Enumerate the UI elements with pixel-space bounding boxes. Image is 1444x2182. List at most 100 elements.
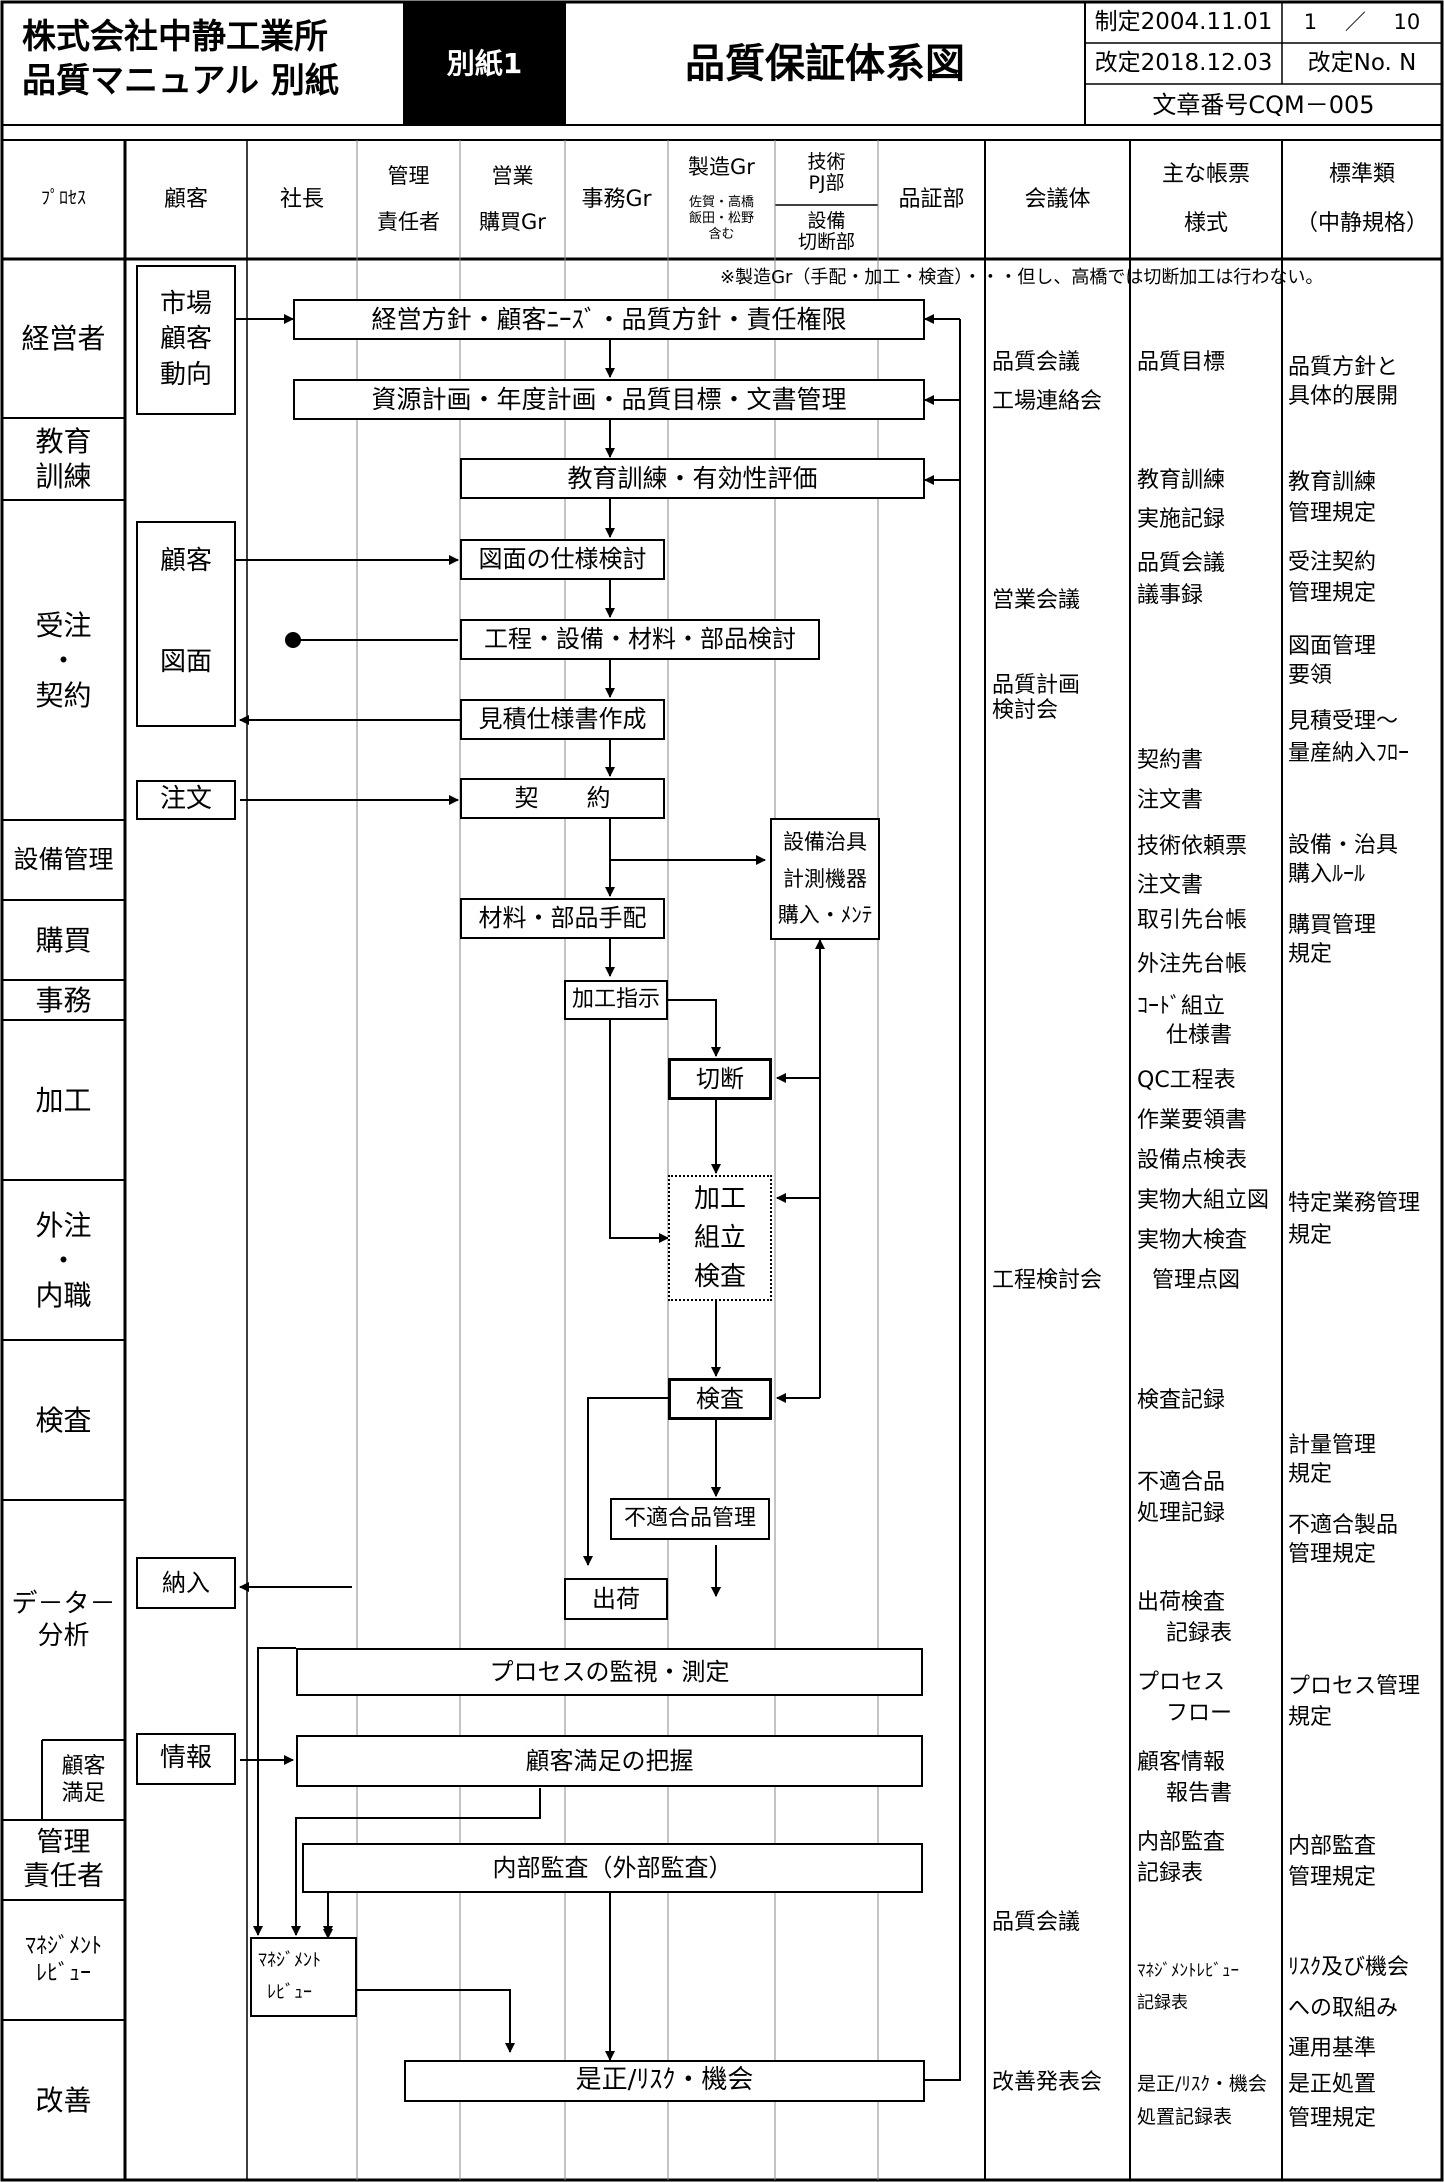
std-process: プロセス管理 規定 [1288, 1674, 1421, 1730]
training-box: 教育訓練・有効性評価 [460, 458, 925, 499]
meeting-quality-plan: 品質計画 検討会 [992, 673, 1081, 724]
customer-box: 顧客 [136, 521, 236, 603]
form-order-2: 注文書 [1137, 873, 1204, 898]
form-control-point: 管理点図 [1152, 1268, 1241, 1293]
monitoring-box: プロセスの監視・測定 [296, 1648, 923, 1696]
form-review-record: ﾏﾈｼﾞﾒﾝﾄﾚﾋﾞｭｰ 記録表 [1137, 1961, 1239, 2014]
col-manufacturing-sub: 佐賀・高橋 飯田・松野 含む [688, 194, 754, 243]
col-office: 事務Gr [581, 186, 652, 212]
meeting-quality-2: 品質会議 [992, 1910, 1081, 1935]
policy-box: 経営方針・顧客ﾆｰｽﾞ・品質方針・責任権限 [293, 299, 925, 340]
std-quality-policy: 品質方針と 具体的展開 [1288, 355, 1399, 409]
form-customer-info: 顧客情報 報告書 [1137, 1750, 1232, 1806]
page-number: 1 ／ 10 [1303, 10, 1421, 35]
delivery-box: 納入 [136, 1557, 236, 1609]
form-training-record: 教育訓練 実施記録 [1137, 468, 1226, 532]
col-meeting: 会議体 [1024, 186, 1091, 212]
std-corrective: 是正処置 管理規定 [1288, 2072, 1377, 2132]
std-audit: 内部監査 管理規定 [1288, 1834, 1377, 1890]
estimate-box: 見積仕様書作成 [460, 699, 665, 740]
process-office: 事務 [35, 983, 92, 1017]
form-corrective-record: 是正/ﾘｽｸ・機会 処置記録表 [1137, 2073, 1267, 2129]
order-box: 注文 [136, 780, 236, 820]
std-equipment: 設備・治具 購入ﾙｰﾙ [1288, 833, 1399, 887]
process-management-review: ﾏﾈｼﾞﾒﾝﾄ ﾚﾋﾞｭｰ [24, 1933, 102, 1987]
std-order-contract: 受注契約 管理規定 [1288, 550, 1377, 606]
process-customer-satisfaction: 顧客 満足 [61, 1753, 106, 1807]
std-risk: ﾘｽｸ及び機会 への取組み 運用基準 [1288, 1955, 1410, 2062]
company-name: 株式会社中静工業所 [22, 17, 328, 57]
nonconforming-box: 不適合品管理 [610, 1498, 770, 1540]
process-inspection: 検査 [35, 1403, 92, 1437]
col-forms: 主な帳票 様式 [1161, 162, 1250, 236]
process-order: 受注 ・ 契約 [35, 608, 92, 712]
col-manufacturing: 製造Gr [688, 154, 755, 179]
materials-box: 材料・部品手配 [460, 898, 665, 939]
meeting-improvement: 改善発表会 [992, 2070, 1103, 2095]
audit-box: 内部監査（外部監査） [302, 1843, 923, 1893]
document-number: 文章番号CQM－005 [1152, 90, 1375, 119]
std-special-work: 特定業務管理 規定 [1288, 1191, 1421, 1248]
process-review-box: 工程・設備・材料・部品検討 [460, 619, 820, 660]
revision-number: 改定No. N [1307, 50, 1417, 77]
process-data-analysis: デ－タ－ 分析 [11, 1588, 116, 1652]
col-standards: 標準類 （中静規格） [1295, 162, 1428, 236]
form-real-inspection: 実物大検査 [1137, 1228, 1248, 1253]
form-minutes: 品質会議 議事録 [1137, 551, 1226, 608]
form-inspection-record: 検査記録 [1137, 1388, 1226, 1413]
form-nonconforming-record: 不適合品 処理記録 [1137, 1470, 1226, 1526]
info-box: 情報 [136, 1733, 236, 1785]
std-estimate-flow: 見積受理～ 量産納入ﾌﾛｰ [1288, 709, 1410, 766]
process-processing: 加工 [35, 1083, 92, 1117]
std-nonconforming: 不適合製品 管理規定 [1288, 1513, 1399, 1567]
page-title: 品質保証体系図 [685, 40, 965, 87]
process-education: 教育 訓練 [35, 425, 92, 493]
cutting-box: 切断 [668, 1058, 772, 1100]
assembly-inspection-box: 加工 組立 検査 [668, 1175, 772, 1301]
form-audit-record: 内部監査 記録表 [1137, 1830, 1226, 1886]
meeting-process: 工程検討会 [992, 1268, 1103, 1293]
col-tech: 技術 PJ部 [807, 151, 846, 194]
form-equipment-check: 設備点検表 [1137, 1148, 1248, 1173]
contract-box: 契 約 [460, 778, 665, 819]
col-sales: 営業 購買Gr [479, 163, 546, 235]
corrective-box: 是正/ﾘｽｸ・機会 [404, 2060, 925, 2102]
market-trend-box: 市場 顧客 動向 [136, 265, 236, 415]
meeting-sales: 営業会議 [992, 588, 1081, 613]
appendix-badge: 別紙1 [404, 2, 565, 125]
form-order: 注文書 [1137, 788, 1204, 813]
form-outsource-ledger: 外注先台帳 [1137, 952, 1248, 977]
process-management: 経営者 [21, 322, 106, 355]
drawing-box: 図面 [136, 600, 236, 727]
note: ※製造Gr（手配・加工・検査）・・・但し、高橋では切断加工は行わない。 [720, 267, 1324, 288]
satisfaction-box: 顧客満足の把握 [296, 1735, 923, 1787]
resource-plan-box: 資源計画・年度計画・品質目標・文書管理 [293, 379, 925, 420]
std-purchasing: 購買管理 規定 [1288, 913, 1377, 967]
meeting-factory: 工場連絡会 [992, 389, 1103, 414]
form-tech-request: 技術依頼票 [1137, 834, 1248, 859]
spec-review-box: 図面の仕様検討 [460, 539, 665, 580]
col-process: ﾌﾟﾛｾｽ [41, 188, 86, 210]
form-quality-objectives: 品質目標 [1137, 350, 1226, 375]
col-equipment-cutting: 設備 切断部 [797, 210, 855, 253]
std-measurement: 計量管理 規定 [1288, 1433, 1377, 1487]
std-drawing: 図面管理 要領 [1288, 634, 1377, 688]
col-president: 社長 [279, 186, 324, 212]
process-purchasing: 購買 [35, 923, 92, 957]
col-qa: 品証部 [898, 186, 965, 212]
form-work-procedure: 作業要領書 [1137, 1108, 1248, 1133]
established-date: 制定2004.11.01 [1094, 9, 1273, 36]
col-customer: 顧客 [163, 186, 208, 212]
form-cord-spec: ｺｰﾄﾞ組立 仕様書 [1137, 994, 1232, 1048]
process-improvement: 改善 [35, 2083, 92, 2117]
process-outsourcing: 外注 ・ 内職 [35, 1208, 92, 1312]
form-contract: 契約書 [1137, 748, 1204, 773]
work-order-box: 加工指示 [564, 980, 668, 1020]
equipment-purchase-box: 設備治具 計測機器 購入・ﾒﾝﾃ [770, 818, 880, 940]
form-shipping-record: 出荷検査 記録表 [1137, 1590, 1232, 1646]
col-manager: 管理 責任者 [377, 163, 440, 235]
process-equipment: 設備管理 [13, 845, 114, 875]
shipping-box: 出荷 [564, 1578, 668, 1620]
management-review-box: ﾏﾈｼﾞﾒﾝﾄ ﾚﾋﾞｭｰ [250, 1937, 357, 2017]
process-responsible: 管理 責任者 [23, 1827, 104, 1892]
